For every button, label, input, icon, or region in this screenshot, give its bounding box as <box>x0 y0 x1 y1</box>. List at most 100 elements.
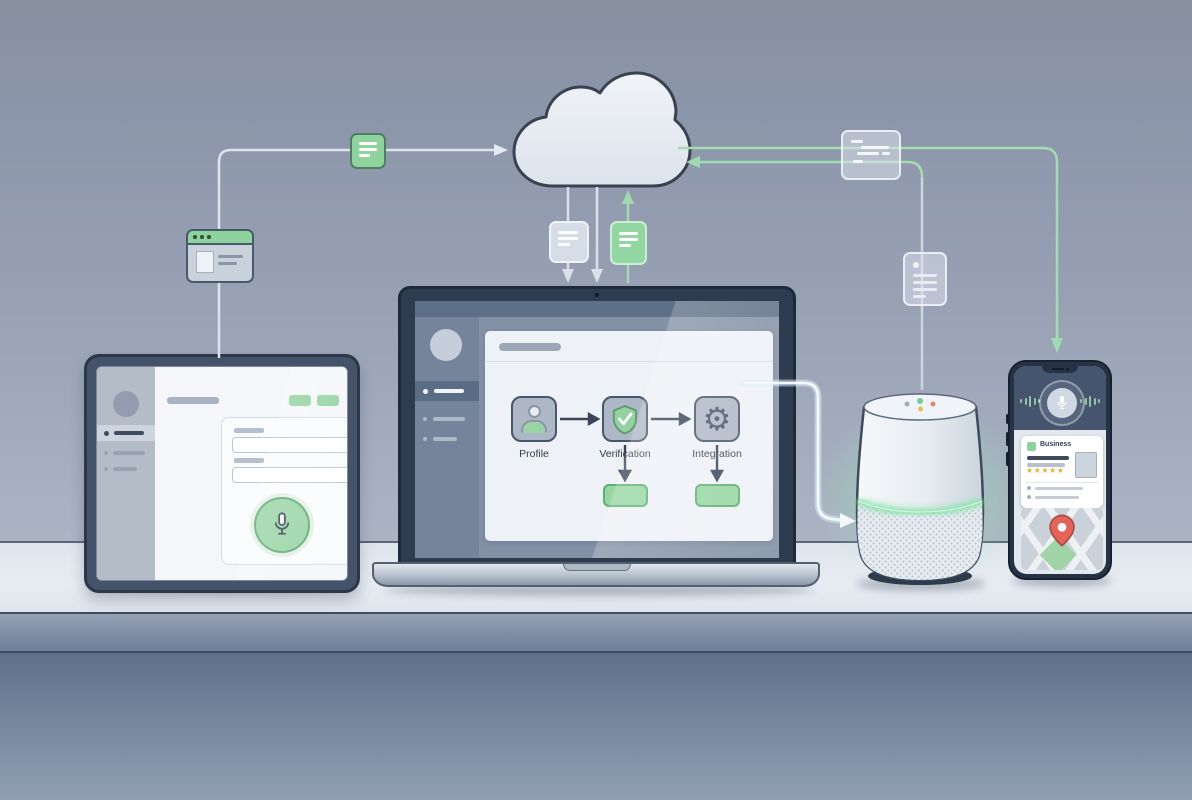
text-input[interactable] <box>232 467 347 483</box>
voice-assistant-panel <box>1014 366 1106 430</box>
map-view[interactable] <box>1021 508 1103 570</box>
flow-arrows <box>560 411 725 483</box>
listing-headline-bar <box>1027 456 1069 460</box>
floor <box>0 653 1192 800</box>
phone-side-button <box>1006 414 1009 424</box>
arrowhead-down-1 <box>562 269 574 283</box>
listing-photo-placeholder <box>1075 452 1097 478</box>
phone-mic-button[interactable] <box>1039 380 1085 426</box>
speaker-led-gray <box>904 401 910 407</box>
speaker-to-cloud-line-horizontal <box>700 160 924 178</box>
sidebar-item-active[interactable] <box>415 381 479 401</box>
browser-titlebar <box>188 231 252 245</box>
business-logo-icon <box>1027 442 1036 451</box>
phone-icon <box>1027 486 1031 490</box>
laptop-to-speaker-glow <box>740 379 844 524</box>
arrowhead-into-cloud-left <box>494 144 508 156</box>
laptop-base <box>372 562 820 587</box>
laptop-sidebar <box>415 317 479 558</box>
speaker-light-core <box>857 500 983 513</box>
sidebar-item[interactable] <box>415 409 479 429</box>
tablet-screen <box>96 366 348 581</box>
divider <box>1026 482 1098 483</box>
arrowhead-into-cloud-right <box>686 156 700 168</box>
listing-detail-row <box>1027 486 1083 490</box>
listing-subtext-bar <box>1027 463 1065 467</box>
nav-item-label-bar <box>113 451 145 455</box>
star-rating: ★★★★★ <box>1026 466 1065 475</box>
laptop-to-speaker-line <box>742 381 842 522</box>
phone-screen: Business ★★★★★ <box>1014 366 1106 574</box>
flow-step-label: Profile <box>519 448 549 460</box>
shield-check-icon <box>612 404 638 434</box>
mic-button-face <box>1047 388 1077 418</box>
tablet-to-cloud-line <box>217 148 494 358</box>
tablet-main-area <box>155 367 347 580</box>
document-icon-gray <box>549 221 589 263</box>
tablet-device <box>84 354 360 593</box>
speaker-led-yellow <box>918 406 923 412</box>
browser-window-icon <box>186 229 254 283</box>
phone-device: Business ★★★★★ <box>1006 360 1112 580</box>
arrowhead-down-2 <box>591 269 603 283</box>
gear-icon: ⚙ <box>702 401 732 437</box>
listing-detail-row <box>1027 495 1079 499</box>
sidebar-item[interactable] <box>97 461 155 477</box>
sidebar-item[interactable] <box>97 445 155 461</box>
business-listing-card: Business ★★★★★ <box>1021 436 1103 508</box>
earpiece-slit <box>1052 368 1064 370</box>
sidebar-item[interactable] <box>415 429 479 449</box>
page-title-bar <box>167 397 219 404</box>
nav-bullet-icon <box>423 388 428 394</box>
webcam-dot <box>595 293 599 297</box>
laptop-screen: ⚙ Profile Verification Integration <box>415 301 779 558</box>
flow-step-profile <box>511 396 557 442</box>
panel-title-bar <box>499 343 561 351</box>
nav-item-label-bar <box>433 437 457 441</box>
phone-side-button <box>1006 432 1009 446</box>
setup-flow-panel: ⚙ Profile Verification Integration <box>485 331 773 541</box>
app-top-bar <box>415 301 779 317</box>
voice-form-card <box>221 417 347 565</box>
nav-bullet-icon <box>104 467 108 471</box>
document-icon-green <box>610 221 647 265</box>
table-front-edge <box>0 612 1192 653</box>
phone-notch <box>1042 366 1078 373</box>
tablet-sidebar <box>97 367 155 580</box>
divider <box>485 361 773 362</box>
nav-item-label-bar <box>434 389 464 393</box>
field-label-bar <box>234 458 264 463</box>
arrowhead-into-speaker <box>840 513 856 528</box>
action-button-primary[interactable] <box>289 395 311 406</box>
detail-text-bar <box>1035 486 1083 490</box>
detail-text-bar <box>1035 495 1079 499</box>
map-pin-icon <box>1049 514 1075 547</box>
waveform-right <box>1080 394 1100 408</box>
nav-bullet-icon <box>104 451 108 455</box>
speaker-led-red <box>930 401 936 407</box>
flow-result-chip <box>695 484 740 507</box>
arrowhead-into-phone <box>1051 338 1063 353</box>
browser-thumbnail <box>196 251 214 273</box>
speaker-led-green <box>917 398 923 404</box>
nav-item-label-bar <box>113 467 137 471</box>
flow-step-integration: ⚙ <box>694 396 740 442</box>
flow-step-verification <box>602 396 648 442</box>
avatar <box>113 391 139 417</box>
data-card-icon <box>841 130 901 180</box>
nav-item-label-bar <box>114 431 144 435</box>
microphone-icon <box>1057 395 1067 409</box>
nav-item-label-bar <box>433 417 465 421</box>
profile-document-icon <box>903 252 947 306</box>
sidebar-item-active[interactable] <box>97 425 155 441</box>
laptop-device: ⚙ Profile Verification Integration <box>398 286 796 571</box>
text-input[interactable] <box>232 437 347 453</box>
microphone-button[interactable] <box>254 497 310 553</box>
person-icon <box>521 405 547 433</box>
cloud-to-phone-line <box>678 146 1059 339</box>
phone-side-button <box>1006 452 1009 466</box>
action-button-secondary[interactable] <box>317 395 339 406</box>
arrowhead-up-green <box>622 190 634 204</box>
